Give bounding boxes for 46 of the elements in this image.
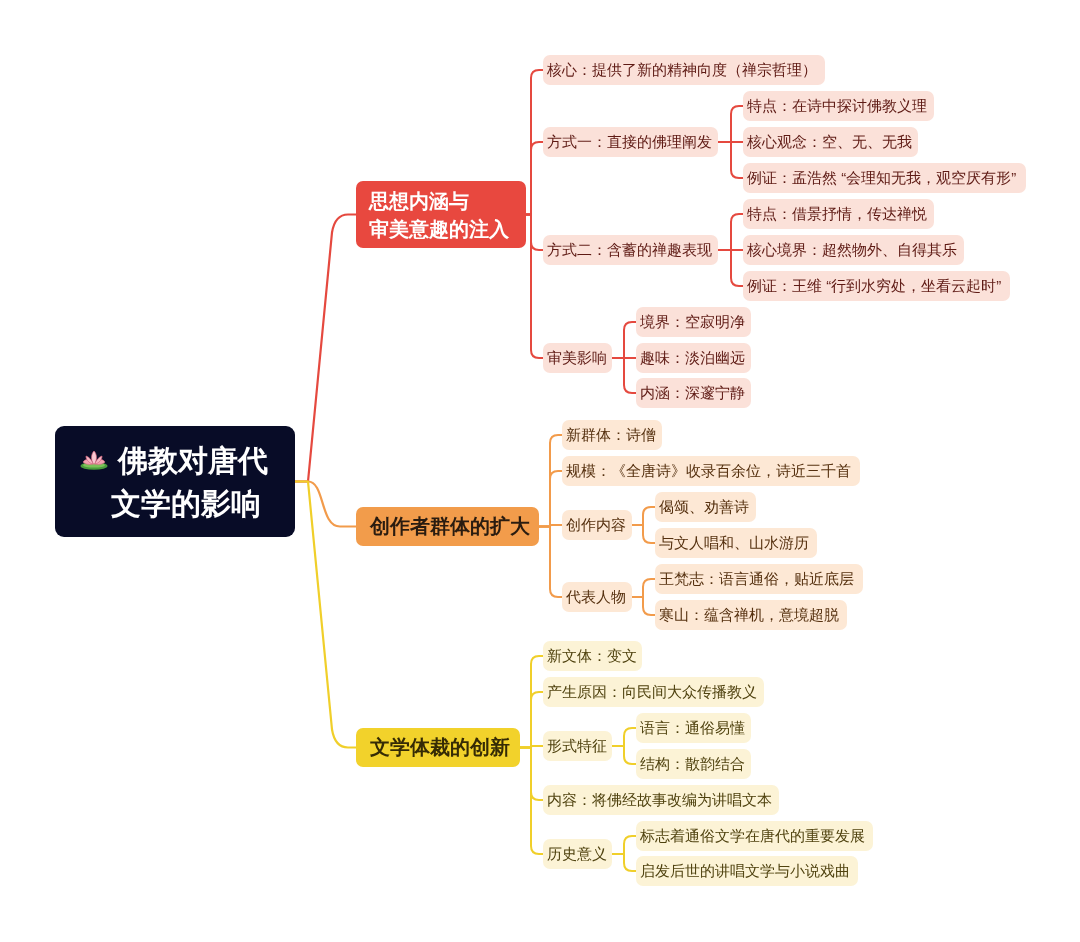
connector-line — [611, 745, 637, 765]
subtopic-box: 例证：孟浩然 “会理知无我，观空厌有形” — [743, 163, 1026, 193]
central-topic-box — [55, 426, 295, 537]
subtopic-box: 核心观念：空、无、无我 — [743, 127, 918, 157]
connector-line — [717, 249, 744, 287]
connector-line — [611, 853, 637, 872]
subtopic-box: 寒山：蕴含禅机，意境超脱 — [655, 600, 847, 630]
subtopic-box: 启发后世的讲唱文学与小说戏曲 — [636, 856, 858, 886]
subtopic-box: 标志着通俗文学在唐代的重要发展 — [636, 821, 873, 851]
subtopic-box: 结构：散韵结合 — [636, 749, 751, 779]
subtopic-box: 偈颂、劝善诗 — [655, 492, 756, 522]
subtopic-box: 规模：《全唐诗》收录百余位，诗近三千首 — [562, 456, 860, 486]
title-text: 佛教对唐代文学的影响 — [111, 442, 269, 522]
subtopic-box: 创作内容 — [562, 510, 632, 540]
subtopic-box: 语言：通俗易懂 — [636, 713, 751, 743]
subtopic-box: 内涵：深邃宁静 — [636, 378, 751, 408]
subtopic-box: 内容：将佛经故事改编为讲唱文本 — [543, 785, 779, 815]
connector-line — [631, 596, 656, 616]
subtopic-box: 新文体：变文 — [543, 641, 642, 671]
connector-line — [717, 141, 744, 179]
subtopic-box: 历史意义 — [543, 839, 612, 869]
connector-line — [519, 746, 544, 855]
subtopic-box: 特点：在诗中探讨佛教义理 — [743, 91, 934, 121]
branch-topic-box: 文学体裁的创新 — [356, 728, 520, 767]
subtopic-box: 趣味：淡泊幽远 — [636, 343, 751, 373]
subtopic-box: 例证：王维 “行到水穷处，坐看云起时” — [743, 271, 1010, 301]
subtopic-box: 核心：提供了新的精神向度（禅宗哲理） — [543, 55, 825, 85]
subtopic-box: 核心境界：超然物外、自得其乐 — [743, 235, 964, 265]
subtopic-box: 方式二：含蓄的禅趣表现 — [543, 235, 718, 265]
connector-line — [631, 524, 656, 544]
subtopic-box: 产生原因：向民间大众传播教义 — [543, 677, 764, 707]
connector-line — [538, 525, 563, 598]
subtopic-box: 与文人唱和、山水游历 — [655, 528, 817, 558]
connector-line — [611, 357, 637, 394]
subtopic-box: 特点：借景抒情，传达禅悦 — [743, 199, 934, 229]
subtopic-box: 方式一：直接的佛理阐发 — [543, 127, 718, 157]
branch-topic-box: 创作者群体的扩大 — [356, 507, 539, 546]
subtopic-box: 境界：空寂明净 — [636, 307, 751, 337]
connector-line — [525, 213, 544, 359]
subtopic-box: 审美影响 — [543, 343, 612, 373]
branch-topic-box: 思想内涵与审美意趣的注入 — [356, 181, 526, 248]
subtopic-box: 代表人物 — [562, 582, 632, 612]
connector-line — [295, 480, 356, 749]
subtopic-box: 形式特征 — [543, 731, 612, 761]
subtopic-box: 王梵志：语言通俗，贴近底层 — [655, 564, 863, 594]
subtopic-box: 新群体：诗僧 — [562, 420, 662, 450]
